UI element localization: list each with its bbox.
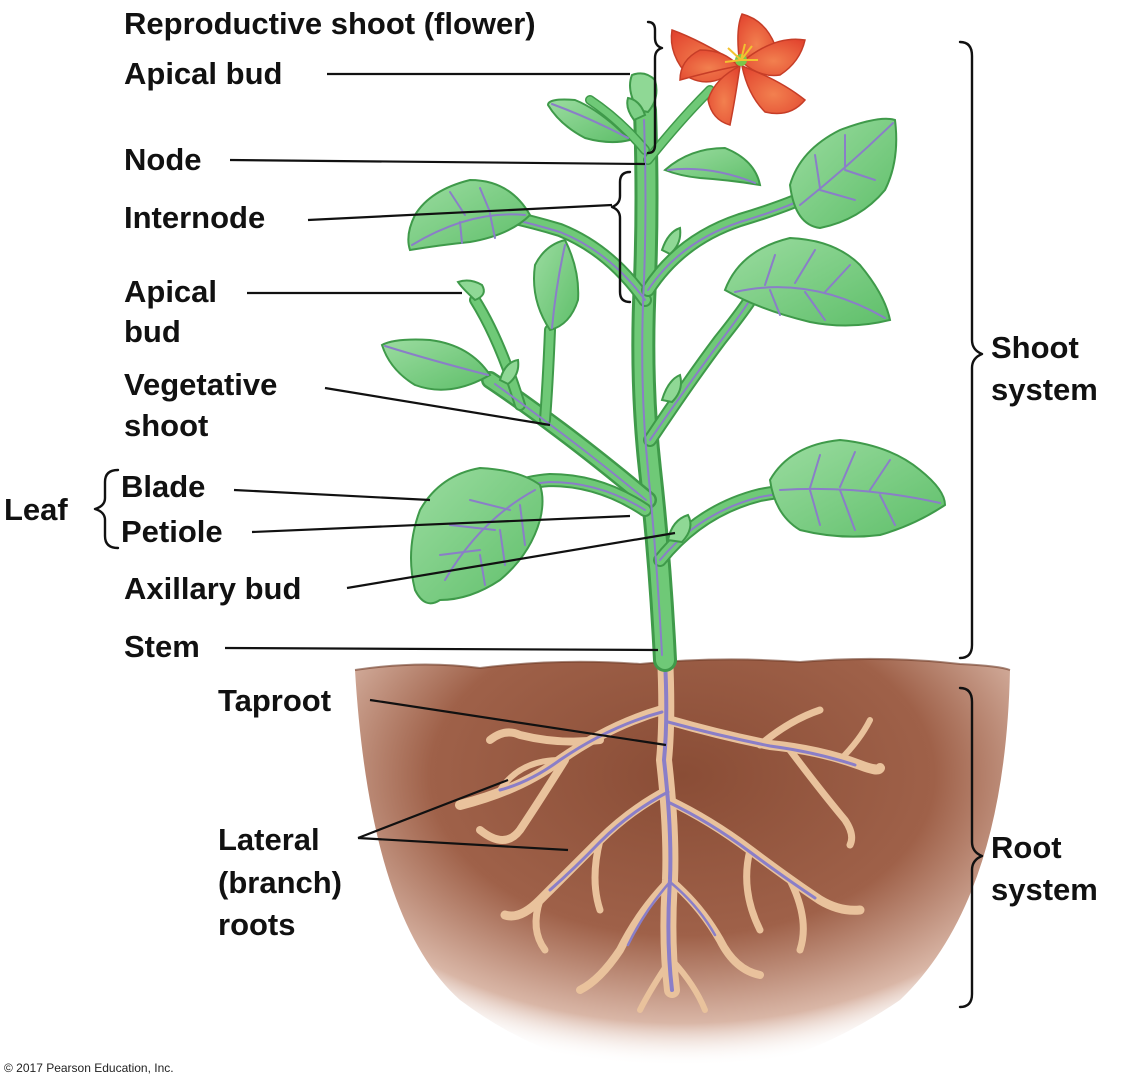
label-lateral-roots-line2: (branch): [218, 865, 342, 900]
leader-petiole: [251, 514, 631, 534]
leader-lateral-1: [357, 778, 509, 840]
label-lateral-roots-line3: roots: [218, 907, 296, 942]
leaf-upper-left: [407, 178, 532, 252]
leader-taproot: [369, 698, 667, 747]
label-reproductive-shoot: Reproductive shoot (flower): [124, 6, 536, 41]
brace-root-system: [958, 686, 984, 1009]
leaf-blade-lower-right: [768, 438, 947, 538]
label-axillary-bud: Axillary bud: [124, 571, 301, 606]
brace-internode: [610, 170, 632, 304]
braces: [93, 20, 984, 1009]
label-node: Node: [124, 142, 202, 177]
label-blade: Blade: [121, 469, 205, 504]
leaf-upper-right: [788, 117, 898, 230]
label-lateral-roots-line1: Lateral: [218, 822, 320, 857]
root-system-drawing: [455, 647, 885, 1013]
brace-leaf: [93, 468, 120, 550]
label-stem: Stem: [124, 629, 200, 664]
labels: Reproductive shoot (flower) Apical bud N…: [4, 6, 1098, 1075]
label-vegetative-shoot-line2: shoot: [124, 408, 208, 443]
leader-vegetative-shoot: [324, 386, 551, 427]
leader-lateral-2: [357, 836, 569, 852]
label-apical-bud-top: Apical bud: [124, 56, 282, 91]
leaf-small-left: [380, 338, 492, 391]
leader-lines: [224, 72, 676, 852]
label-vegetative-shoot-line1: Vegetative: [124, 367, 277, 402]
leaf-top-left: [546, 98, 632, 144]
label-apical-bud-side-line1: Apical: [124, 274, 217, 309]
label-shoot-system-line1: Shoot: [991, 330, 1079, 365]
leaf-blade-lower-left: [410, 466, 544, 605]
copyright-notice: © 2017 Pearson Education, Inc.: [4, 1061, 174, 1075]
leaf-near-node: [663, 146, 762, 187]
label-apical-bud-side-line2: bud: [124, 314, 181, 349]
leaf-narrow: [533, 238, 580, 332]
taproot: [498, 658, 857, 992]
soil-surface: [354, 657, 1011, 671]
brace-shoot-system: [958, 40, 984, 660]
brace-flower: [646, 20, 664, 155]
leader-stem: [224, 646, 659, 652]
leader-blade: [233, 488, 431, 502]
flower: [670, 13, 807, 126]
leader-axillary-bud: [346, 531, 676, 590]
label-taproot: Taproot: [218, 683, 331, 718]
leader-internode: [307, 203, 613, 222]
label-shoot-system-line2: system: [991, 372, 1098, 407]
label-root-system-line1: Root: [991, 830, 1062, 865]
label-petiole: Petiole: [121, 514, 223, 549]
axillary-bud: [666, 513, 692, 544]
apical-bud-side: [456, 279, 485, 302]
stem-drawing: [463, 85, 827, 672]
leader-node: [229, 158, 646, 166]
label-internode: Internode: [124, 200, 265, 235]
label-root-system-line2: system: [991, 872, 1098, 907]
leaves: [380, 72, 947, 605]
leaf-mid-right: [723, 236, 892, 327]
apical-bud-top: [626, 72, 658, 122]
label-leaf: Leaf: [4, 492, 68, 527]
